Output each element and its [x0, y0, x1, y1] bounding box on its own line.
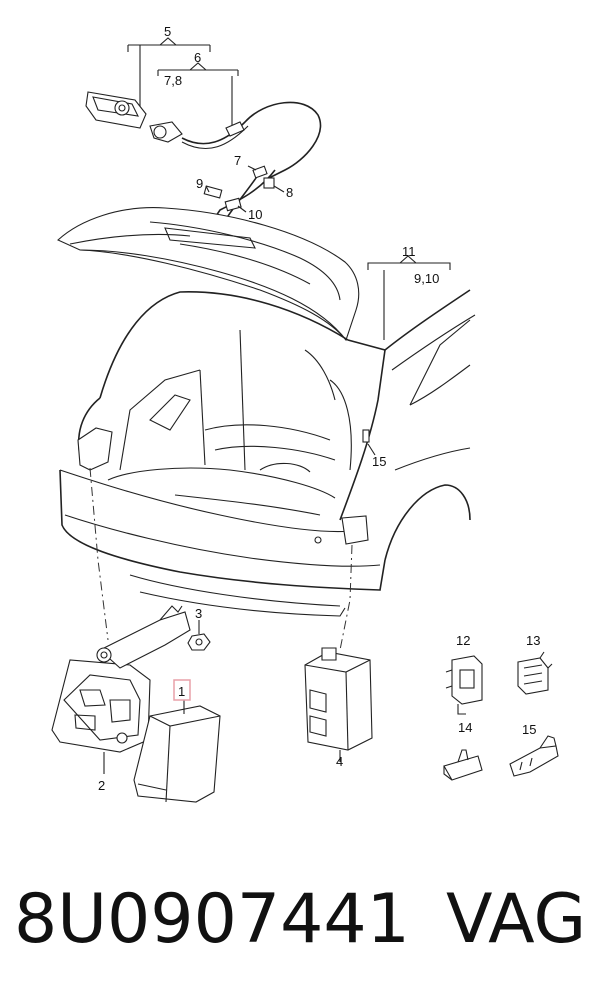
callout-8: 8 — [286, 185, 293, 200]
connector-9 — [203, 185, 223, 199]
clip-part-12 — [445, 655, 483, 715]
callout-13: 13 — [526, 633, 540, 648]
callout-10: 10 — [248, 207, 262, 222]
part-number: 8U0907441 — [14, 880, 410, 959]
callout-1: 1 — [178, 684, 185, 699]
callout-9-10: 9,10 — [414, 271, 439, 286]
connector-part-13 — [517, 651, 553, 695]
callout-3: 3 — [195, 606, 202, 621]
connector-7 — [247, 165, 268, 179]
connector-8 — [263, 177, 285, 193]
bracket-6 — [157, 62, 239, 128]
control-module-part-1 — [133, 700, 221, 803]
vehicle-rear — [57, 207, 476, 617]
callout-15-car: 15 — [372, 454, 386, 469]
highlight-box-1 — [173, 679, 191, 701]
callout-15: 15 — [522, 722, 536, 737]
bracket-5 — [127, 37, 211, 112]
brand-name: VAG — [446, 880, 587, 959]
callout-14: 14 — [458, 720, 472, 735]
rear-camera-part — [85, 91, 183, 143]
callout-11: 11 — [402, 244, 416, 259]
module-part-4 — [304, 647, 373, 762]
callout-7: 7 — [234, 153, 241, 168]
callout-7-8: 7,8 — [164, 73, 182, 88]
bracket-11 — [367, 255, 451, 340]
callout-6: 6 — [194, 50, 201, 65]
bracket-part-2 — [51, 605, 191, 774]
callout-4: 4 — [336, 754, 343, 769]
callout-9: 9 — [196, 176, 203, 191]
parts-diagram: 5 6 7,8 7 8 9 10 11 9,10 15 3 1 2 4 12 1… — [51, 24, 559, 803]
bracket-part-14 — [443, 749, 483, 781]
nut-part-3 — [187, 620, 211, 651]
callout-12: 12 — [456, 633, 470, 648]
leader-lines — [89, 443, 376, 651]
connector-10 — [224, 197, 247, 213]
callout-5: 5 — [164, 24, 171, 39]
bracket-part-15 — [509, 735, 559, 777]
callout-2: 2 — [98, 778, 105, 793]
